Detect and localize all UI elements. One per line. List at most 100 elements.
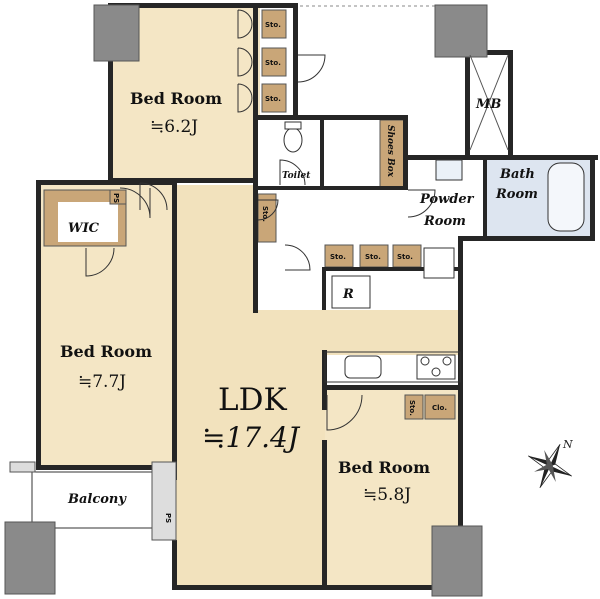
burner-icon bbox=[420, 356, 430, 366]
wall bbox=[322, 440, 327, 590]
wall bbox=[508, 50, 513, 158]
storage-label: Sto. bbox=[408, 400, 416, 416]
bathtub bbox=[547, 162, 585, 232]
powder-label-line1: Powder bbox=[419, 192, 475, 207]
bedroom3-label: Bed Room bbox=[338, 458, 430, 477]
burner-icon bbox=[431, 367, 441, 377]
door-bedroom1 bbox=[139, 182, 168, 211]
bedroom2-size: ≒7.7J bbox=[78, 372, 126, 392]
wall bbox=[458, 300, 463, 590]
wall bbox=[172, 585, 462, 590]
wall bbox=[322, 385, 462, 390]
door-storage-top bbox=[237, 9, 253, 39]
washing-machine-space bbox=[423, 247, 455, 279]
storage-top-3 bbox=[261, 83, 287, 113]
wall bbox=[403, 155, 598, 160]
pillar bbox=[4, 521, 56, 595]
storage-br3 bbox=[404, 394, 424, 420]
refrigerator-label: R bbox=[342, 287, 354, 302]
wall bbox=[253, 115, 408, 120]
refrigerator-space bbox=[331, 275, 371, 309]
ldk-label: LDK bbox=[218, 382, 287, 418]
compass-north-label: N bbox=[562, 438, 573, 451]
wall bbox=[253, 186, 408, 190]
wall bbox=[253, 3, 258, 313]
pillar bbox=[93, 4, 140, 62]
toilet-tank bbox=[284, 121, 302, 130]
ps-label: PS bbox=[112, 193, 120, 203]
wall bbox=[293, 3, 298, 118]
storage-label: Sto. bbox=[330, 253, 346, 261]
door-wic bbox=[85, 247, 115, 277]
wic-label: WIC bbox=[68, 221, 100, 236]
stove bbox=[416, 354, 456, 380]
wall bbox=[322, 267, 326, 310]
storage-label: Sto. bbox=[265, 21, 281, 29]
wall bbox=[403, 115, 408, 190]
bath-label-line1: Bath bbox=[499, 167, 535, 182]
pillar bbox=[434, 4, 488, 58]
wall bbox=[320, 120, 324, 188]
toilet-label: Toilet bbox=[282, 171, 311, 181]
powder-label-line2: Room bbox=[423, 214, 466, 229]
bedroom1-label: Bed Room bbox=[130, 89, 222, 108]
storage-label: Sto. bbox=[261, 206, 269, 222]
storage-label: Sto. bbox=[397, 253, 413, 261]
ldk-size: ≒17.4J bbox=[202, 421, 301, 454]
compass-point bbox=[534, 463, 551, 472]
door-bedroom3 bbox=[326, 394, 363, 431]
ps-label: PS bbox=[164, 513, 172, 523]
mb-cross bbox=[469, 54, 509, 151]
door-bedroom2 bbox=[119, 187, 151, 219]
door-storage-top bbox=[237, 47, 253, 77]
door-entrance bbox=[297, 54, 326, 83]
door-toilet bbox=[279, 159, 306, 186]
ldk-floor-upper bbox=[325, 310, 460, 355]
closet-label: Clo. bbox=[432, 404, 447, 412]
compass-point bbox=[547, 465, 556, 482]
wall bbox=[172, 180, 177, 480]
washbasin bbox=[435, 159, 463, 181]
door-storage-hall bbox=[257, 199, 279, 221]
toilet-fixture bbox=[283, 127, 303, 153]
bedroom3-size: ≒5.8J bbox=[363, 485, 411, 505]
closet-br3 bbox=[424, 394, 456, 420]
wall bbox=[36, 180, 176, 185]
storage-top-2 bbox=[261, 47, 287, 77]
bedroom1-size: ≒6.2J bbox=[150, 117, 198, 137]
wall bbox=[108, 178, 258, 183]
wall bbox=[172, 540, 177, 590]
shoes-box-label: Shoes Box bbox=[385, 125, 395, 178]
compass-rose bbox=[528, 444, 572, 488]
shoes-box-block bbox=[379, 119, 406, 189]
balcony-label: Balcony bbox=[67, 492, 127, 507]
wall bbox=[36, 180, 41, 470]
kitchen-sink bbox=[344, 355, 382, 379]
wall bbox=[36, 465, 176, 470]
wall bbox=[322, 267, 462, 271]
wall bbox=[463, 236, 595, 241]
door-powder bbox=[407, 189, 436, 218]
wic-inner bbox=[58, 202, 118, 242]
burner-icon bbox=[442, 356, 452, 366]
wall bbox=[465, 50, 513, 55]
storage-top-1 bbox=[261, 9, 287, 39]
ps-wic bbox=[109, 189, 127, 205]
balcony-rail bbox=[9, 461, 36, 473]
storage-label: Sto. bbox=[265, 95, 281, 103]
wall bbox=[108, 3, 113, 183]
bedroom2-label: Bed Room bbox=[60, 342, 152, 361]
bath-label-line2: Room bbox=[495, 187, 538, 202]
wall bbox=[483, 155, 487, 240]
entrance-floor bbox=[298, 5, 433, 120]
storage-label: Sto. bbox=[365, 253, 381, 261]
wall bbox=[465, 50, 470, 158]
balcony-floor bbox=[35, 470, 160, 528]
door-ldk bbox=[284, 244, 311, 271]
pillar bbox=[431, 525, 483, 597]
mb-label: MB bbox=[475, 97, 501, 112]
door-storage-top bbox=[237, 83, 253, 113]
balcony-rail bbox=[151, 461, 177, 541]
